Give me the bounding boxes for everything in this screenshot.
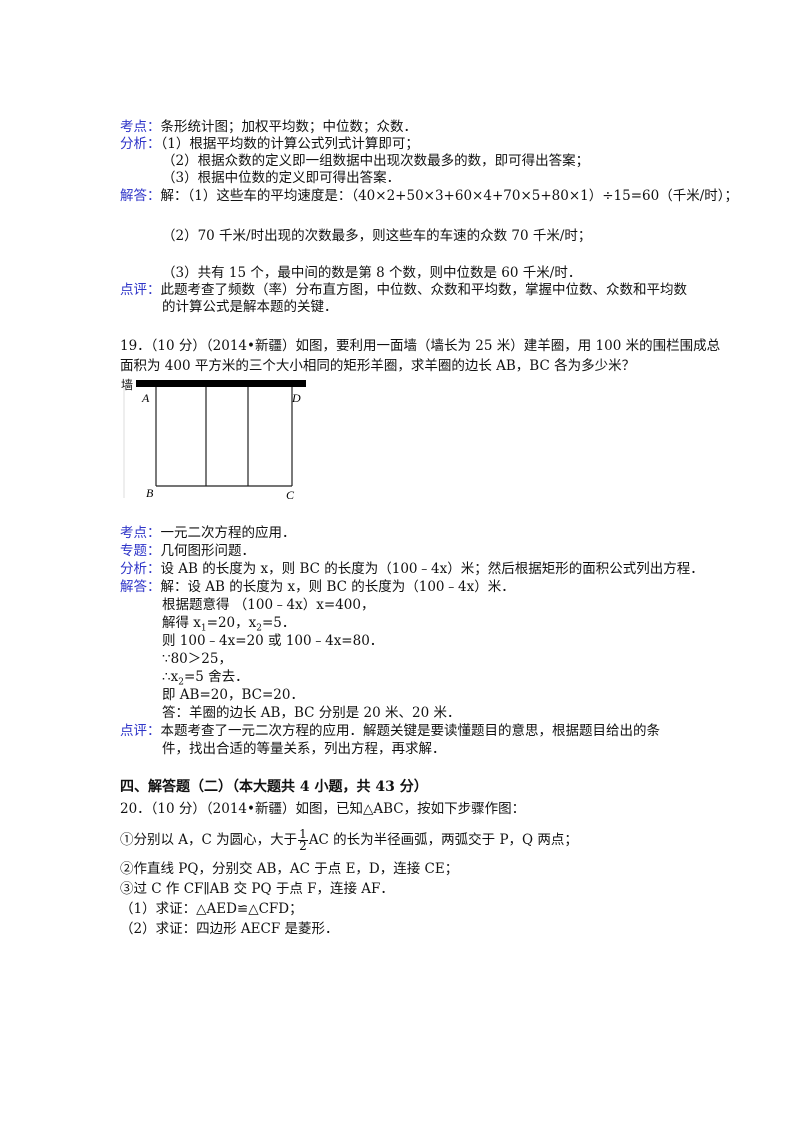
q19-stem: 19．（10 分）（2014•新疆）如图，要利用一面墙（墙长为 25 米）建羊圈… [120, 338, 721, 354]
dianping-text: 此题考查了频数（率）分布直方图，中位数、众数和平均数，掌握中位数、众数和平均数 [160, 282, 688, 298]
zhuanti-label: 专题： [120, 543, 161, 559]
step-text: ①分别以 A，C 为圆心，大于 [120, 832, 298, 848]
sheep-pen-figure: A D B C [123, 380, 306, 502]
dianping-label: 点评： [120, 282, 161, 298]
q20-part1: （1）求证：△AED≌△CFD； [120, 901, 303, 917]
q20-part2: （2）求证：四边形 AECF 是菱形． [120, 921, 339, 937]
q19-dianping-line: 点评：本题考查了一元二次方程的应用．解题关键是要读懂题目的意思，根据题目给出的条 [120, 722, 660, 740]
kaodian-text: 一元二次方程的应用． [160, 525, 296, 541]
jieda-text: 根据题意得 （100﹣4x）x=400， [162, 597, 375, 613]
q19-kaodian-line: 考点：一元二次方程的应用． [120, 524, 296, 542]
jieda-text: 解得 x [162, 615, 201, 631]
label-B: B [146, 486, 154, 500]
q19-jieda-line: 解答：解：设 AB 的长度为 x，则 BC 的长度为（100﹣4x）米． [120, 578, 515, 596]
jieda-label: 解答： [120, 188, 161, 204]
q20-stem: 20．（10 分）（2014•新疆）如图，已知△ABC，按如下步骤作图： [120, 801, 526, 817]
jieda-text: 解：设 AB 的长度为 x，则 BC 的长度为（100﹣4x）米． [160, 579, 515, 595]
subscript: 2 [178, 677, 184, 688]
label-C: C [286, 488, 295, 502]
subscript: 2 [256, 623, 262, 634]
q18-dianping-line: 点评：此题考查了频数（率）分布直方图，中位数、众数和平均数，掌握中位数、众数和平… [120, 281, 687, 299]
q19-zhuanti-line: 专题：几何图形问题． [120, 542, 255, 560]
kaodian-text: 条形统计图；加权平均数；中位数；众数． [160, 119, 418, 135]
fenxi-text: （3）根据中位数的定义即可得出答案． [162, 170, 401, 186]
jieda-text: ∴x [162, 669, 179, 685]
dianping-label: 点评： [120, 723, 161, 739]
dianping-text: 的计算公式是解本题的关键． [162, 299, 338, 315]
jieda-text: =5 舍去． [183, 669, 249, 685]
q18-fenxi-line: 分析：（1）根据平均数的计算公式列式计算即可； [120, 135, 419, 153]
jieda-text: 答：羊圈的边长 AB，BC 分别是 20 米、20 米． [162, 705, 461, 721]
jieda-text: 则 100﹣4x=20 或 100﹣4x=80． [162, 633, 384, 649]
wall-bar [136, 380, 306, 387]
fraction-denominator: 2 [299, 839, 307, 853]
jieda-text: =20，x [206, 615, 257, 631]
q20-step2: ②作直线 PQ，分别交 AB，AC 于点 E，D，连接 CE； [120, 861, 459, 877]
label-D: D [291, 391, 301, 405]
q19-stem: 面积为 400 平方米的三个大小相同的矩形羊圈，求羊圈的边长 AB，BC 各为多… [120, 358, 636, 374]
q18-jieda-line: 解答：解：（1）这些车的平均速度是：（40×2+50×3+60×4+70×5+8… [120, 187, 738, 205]
zhuanti-text: 几何图形问题． [160, 543, 256, 559]
dianping-text: 本题考查了一元二次方程的应用．解题关键是要读懂题目的意思，根据题目给出的条 [160, 723, 661, 739]
jieda-text: 解：（1）这些车的平均速度是：（40×2+50×3+60×4+70×5+80×1… [160, 188, 739, 204]
jieda-text: ∵80＞25， [162, 651, 232, 667]
q20-step3: ③过 C 作 CF∥AB 交 PQ 于点 F，连接 AF． [120, 881, 394, 897]
fenxi-text: 设 AB 的长度为 x，则 BC 的长度为（100﹣4x）米；然后根据矩形的面积… [160, 561, 704, 577]
jieda-text: （3）共有 15 个，最中间的数是第 8 个数，则中位数是 60 千米/时． [162, 265, 582, 281]
fraction-numerator: 1 [298, 827, 308, 841]
fenxi-label: 分析： [120, 136, 161, 152]
jieda-text: （2）70 千米/时出现的次数最多，则这些车的车速的众数 70 千米/时； [162, 228, 592, 244]
jieda-text: =5． [261, 615, 296, 631]
jieda-text: 即 AB=20，BC=20． [162, 687, 304, 703]
fenxi-text: （1）根据平均数的计算公式列式计算即可； [160, 136, 419, 152]
fenxi-label: 分析： [120, 561, 161, 577]
kaodian-label: 考点： [120, 119, 161, 135]
subscript: 1 [200, 623, 207, 634]
fenxi-text: （2）根据众数的定义即一组数据中出现次数最多的数，即可得出答案； [162, 153, 590, 169]
label-A: A [141, 391, 150, 405]
wall-label: 墙 [121, 378, 134, 392]
q19-fenxi-line: 分析：设 AB 的长度为 x，则 BC 的长度为（100﹣4x）米；然后根据矩形… [120, 560, 704, 578]
kaodian-label: 考点： [120, 525, 161, 541]
jieda-reject-line: ∴x2=5 舍去． [162, 668, 249, 692]
dianping-text: 件，找出合适的等量关系，列出方程，再求解． [162, 741, 446, 757]
jieda-label: 解答： [120, 579, 161, 595]
section-title: 四、解答题（二）（本大题共 4 小题，共 43 分） [120, 779, 428, 795]
step-text: AC 的长为半径画弧，两弧交于 P，Q 两点； [308, 832, 578, 848]
q18-kaodian-line: 考点：条形统计图；加权平均数；中位数；众数． [120, 118, 417, 136]
jieda-solve-line: 解得 x1=20，x2=5． [162, 614, 295, 638]
